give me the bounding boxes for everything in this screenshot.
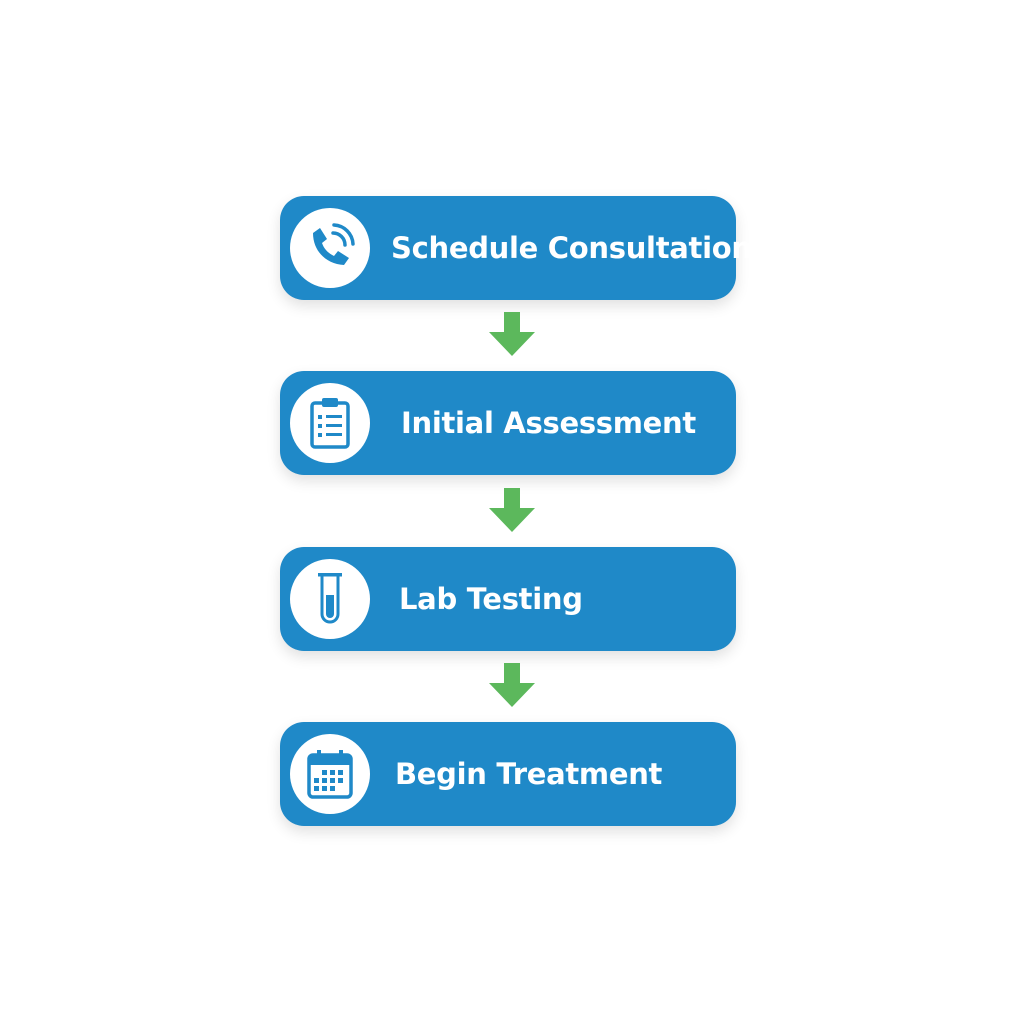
arrow-down-icon xyxy=(489,488,535,532)
icon-circle xyxy=(290,383,370,463)
step-initial-assessment: Initial Assessment xyxy=(280,371,736,475)
phone-icon xyxy=(313,223,355,265)
test-tube-icon xyxy=(318,573,342,624)
step-label: Schedule Consultation xyxy=(391,231,752,265)
clipboard-icon xyxy=(310,398,350,449)
calendar-icon xyxy=(307,750,353,799)
icon-circle xyxy=(290,208,370,288)
step-schedule-consultation: Schedule Consultation xyxy=(280,196,752,300)
step-label: Initial Assessment xyxy=(401,406,696,440)
step-label: Lab Testing xyxy=(399,582,583,616)
step-lab-testing: Lab Testing xyxy=(280,547,736,651)
arrow-down-icon xyxy=(489,312,535,356)
icon-circle xyxy=(290,734,370,814)
step-begin-treatment: Begin Treatment xyxy=(280,722,736,826)
icon-circle xyxy=(290,559,370,639)
step-label: Begin Treatment xyxy=(395,757,663,791)
arrow-down-icon xyxy=(489,663,535,707)
